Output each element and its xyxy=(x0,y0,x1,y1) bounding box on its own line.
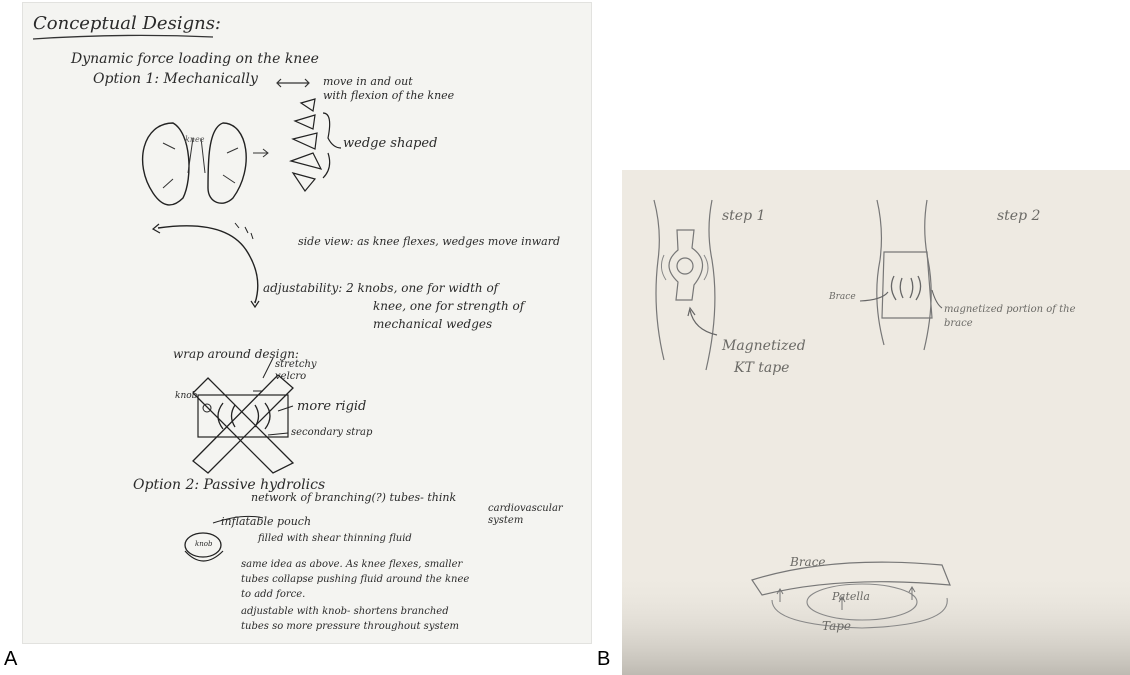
stretchy-label-2: velcro xyxy=(275,371,306,382)
same-idea-line-2: tubes collapse pushing fluid around the … xyxy=(241,574,469,585)
step-2-label: step 2 xyxy=(997,208,1040,224)
knee-label: knee xyxy=(185,135,204,144)
stretchy-label-1: stretchy xyxy=(275,359,317,370)
tape-label: Tape xyxy=(822,619,851,633)
adjustable-line-2: tubes so more pressure throughout system xyxy=(241,621,459,632)
secondary-strap-label: secondary strap xyxy=(291,427,372,438)
filled-note: filled with shear thinning fluid xyxy=(258,533,412,544)
sketch-subtitle: Dynamic force loading on the knee xyxy=(71,51,319,67)
pencil-sketch-photo: step 1 step 2 Magnetized KT tape Brace m… xyxy=(622,170,1130,675)
knob-label: knob xyxy=(175,391,197,401)
same-idea-line-3: to add force. xyxy=(241,589,305,600)
panel-b-drawings xyxy=(622,170,1130,675)
side-view-note: side view: as knee flexes, wedges move i… xyxy=(298,235,560,248)
patella-label: Patella xyxy=(832,590,870,603)
kt-tape-label-1: Magnetized xyxy=(722,338,806,354)
same-idea-line-1: same idea as above. As knee flexes, smal… xyxy=(241,559,462,570)
cardio-label-1: cardiovascular xyxy=(488,503,563,514)
panel-a-drawings xyxy=(23,3,591,643)
brace-label: Brace xyxy=(829,292,856,302)
step-1-label: step 1 xyxy=(722,208,765,224)
adjustable-line-1: adjustable with knob- shortens branched xyxy=(241,606,449,617)
network-note: network of branching(?) tubes- think xyxy=(251,491,456,504)
adjustability-line-3: mechanical wedges xyxy=(373,317,492,331)
option-1-heading: Option 1: Mechanically xyxy=(93,71,258,87)
pouch-label: inflatable pouch xyxy=(221,515,311,528)
notebook-sketch-photo: Conceptual Designs: Dynamic force loadin… xyxy=(22,2,592,644)
panel-a-label: A xyxy=(4,648,17,671)
magnetized-portion-label-1: magnetized portion of the xyxy=(944,304,1076,315)
magnetized-portion-label-2: brace xyxy=(944,318,973,329)
wedge-note: wedge shaped xyxy=(343,136,437,151)
knob-label-2: knob xyxy=(195,540,212,548)
move-note-line-1: move in and out xyxy=(323,75,413,88)
cardio-label-2: system xyxy=(488,515,523,526)
kt-tape-label-2: KT tape xyxy=(734,360,789,376)
adjustability-line-2: knee, one for strength of xyxy=(373,299,524,313)
brace-label-bottom: Brace xyxy=(790,555,826,569)
adjustability-line-1: adjustability: 2 knobs, one for width of xyxy=(263,281,498,295)
sketch-title: Conceptual Designs: xyxy=(33,13,221,34)
move-note-line-2: with flexion of the knee xyxy=(323,89,454,102)
more-rigid-label: more rigid xyxy=(297,399,366,414)
panel-b-label: B xyxy=(597,648,610,671)
